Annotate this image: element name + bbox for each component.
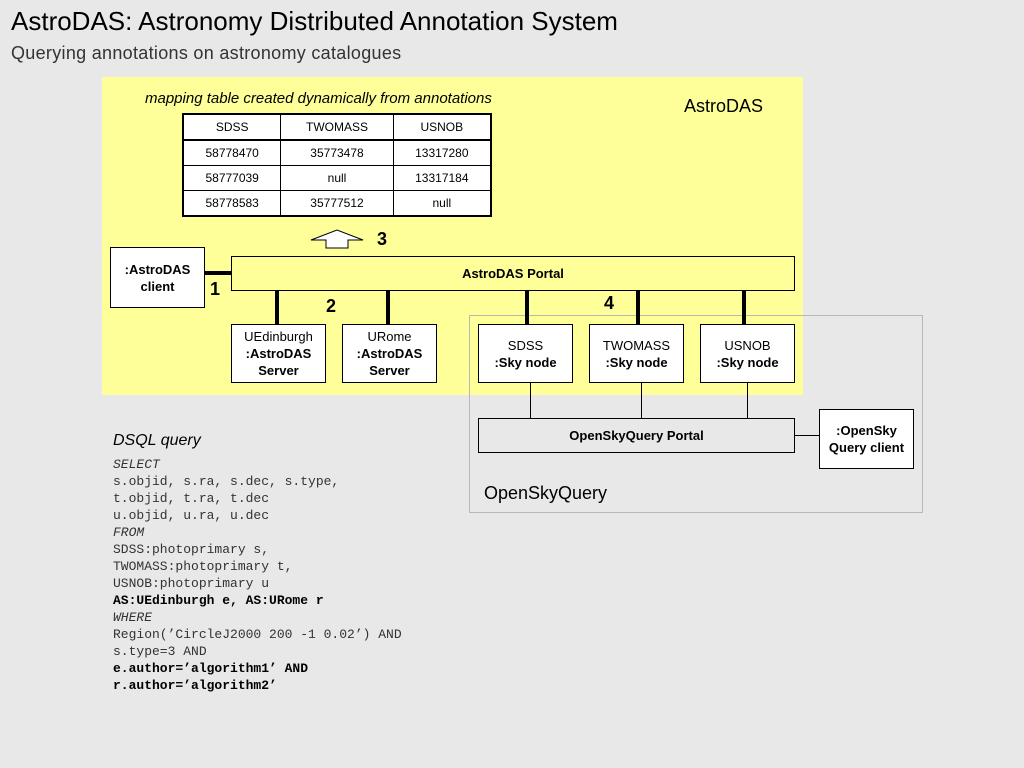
step-4-label: 4: [604, 293, 615, 313]
mapping-table-row: 58778470 35773478 13317280: [182, 139, 492, 166]
slide-title: AstroDAS: Astronomy Distributed Annotati…: [11, 6, 618, 36]
slide-subtitle: Querying annotations on astronomy catalo…: [11, 43, 402, 63]
server-role: Server: [369, 363, 410, 378]
mapping-table-header: USNOB: [392, 113, 492, 141]
opensky-client-box: :OpenSky Query client: [819, 409, 914, 469]
mapping-table-row: 58777039 null 13317184: [182, 165, 492, 191]
mapping-table-cell: 58778583: [182, 190, 282, 217]
mapping-table-header: TWOMASS: [280, 113, 394, 141]
mapping-table-header-row: SDSS TWOMASS USNOB: [182, 113, 492, 141]
server-role: :AstroDAS: [356, 346, 423, 361]
step-3-label: 3: [377, 229, 388, 249]
step-1-label: 1: [210, 279, 221, 299]
server-name: URome: [367, 329, 412, 344]
server-role: :AstroDAS: [245, 346, 312, 361]
sky-node-name: TWOMASS: [602, 337, 671, 353]
mapping-table-cell: null: [392, 190, 492, 217]
astrodas-portal-box: AstroDAS Portal: [231, 256, 795, 291]
up-arrow-icon: [310, 229, 364, 249]
mapping-table: SDSS TWOMASS USNOB 58778470 35773478 133…: [182, 113, 492, 217]
astrodas-region-label: AstroDAS: [684, 96, 764, 116]
astrodas-client-line1: :AstroDAS: [124, 261, 191, 277]
opensky-region-label: OpenSkyQuery: [484, 483, 608, 503]
opensky-region: [469, 315, 923, 513]
portal-skynode-connector: [636, 291, 640, 325]
mapping-table-cell: 58777039: [182, 165, 282, 191]
dsql-code-line: s.objid, s.ra, s.dec, s.type,: [113, 474, 340, 489]
server-box-uedinburgh: UEdinburgh :AstroDAS Server: [231, 324, 326, 383]
skynode-opensky-connector: [530, 383, 531, 418]
sky-node-role: :Sky node: [494, 354, 557, 370]
portal-server-connector: [386, 291, 390, 325]
server-role: Server: [258, 363, 299, 378]
mapping-table-row: 58778583 35777512 null: [182, 190, 492, 217]
opensky-client-line2: Query client: [828, 440, 905, 455]
opensky-client-line1: :OpenSky: [836, 423, 897, 438]
dsql-code-line: t.objid, t.ra, t.dec: [113, 491, 270, 506]
sky-node-sdss: SDSS :Sky node: [478, 324, 573, 383]
dsql-highlight-line: r.author=’algorithm2’: [113, 678, 277, 693]
dsql-highlight-line: e.author=’algorithm1’ AND: [113, 661, 309, 676]
dsql-highlight-line: AS:UEdinburgh e, AS:URome r: [113, 593, 324, 608]
server-box-urome: URome :AstroDAS Server: [342, 324, 437, 383]
sky-node-role: :Sky node: [605, 354, 668, 370]
mapping-table-cell: 58778470: [182, 139, 282, 166]
mapping-table-cell: 35777512: [280, 190, 394, 217]
sky-node-twomass: TWOMASS :Sky node: [589, 324, 684, 383]
opensky-portal-client-connector: [795, 435, 820, 436]
dsql-code-line: USNOB:photoprimary u: [113, 576, 270, 591]
astrodas-client-line2: client: [140, 278, 175, 294]
portal-skynode-connector: [525, 291, 529, 325]
dsql-code-line: Region(’CircleJ2000 200 -1 0.02’) AND: [113, 627, 402, 642]
dsql-keyword-line: WHERE: [113, 610, 153, 625]
mapping-table-cell: 13317280: [392, 139, 492, 166]
sky-node-name: SDSS: [507, 337, 544, 353]
sky-node-role: :Sky node: [716, 354, 779, 370]
mapping-table-header: SDSS: [182, 113, 282, 141]
astrodas-client-box: :AstroDAS client: [110, 247, 205, 308]
dsql-code-line: SDSS:photoprimary s,: [113, 542, 270, 557]
dsql-keyword-line: FROM: [113, 525, 145, 540]
step-2-label: 2: [326, 296, 337, 316]
mapping-table-cell: 13317184: [392, 165, 492, 191]
mapping-table-cell: null: [280, 165, 394, 191]
astrodas-portal-label: AstroDAS Portal: [462, 266, 564, 281]
opensky-portal-box: OpenSkyQuery Portal: [478, 418, 795, 453]
dsql-code-line: s.type=3 AND: [113, 644, 207, 659]
dsql-title: DSQL query: [113, 432, 201, 449]
client-portal-connector: [205, 271, 232, 275]
sky-node-usnob: USNOB :Sky node: [700, 324, 795, 383]
opensky-portal-label: OpenSkyQuery Portal: [569, 428, 704, 443]
dsql-code-line: TWOMASS:photoprimary t,: [113, 559, 293, 574]
portal-skynode-connector: [742, 291, 746, 325]
dsql-code-line: u.objid, u.ra, u.dec: [113, 508, 270, 523]
mapping-table-caption: mapping table created dynamically from a…: [145, 90, 492, 107]
skynode-opensky-connector: [747, 383, 748, 418]
mapping-table-cell: 35773478: [280, 139, 394, 166]
skynode-opensky-connector: [641, 383, 642, 418]
server-name: UEdinburgh: [244, 329, 313, 344]
sky-node-name: USNOB: [724, 337, 771, 353]
dsql-keyword-line: SELECT: [113, 457, 160, 472]
dsql-code-block: SELECT s.objid, s.ra, s.dec, s.type, t.o…: [113, 456, 402, 694]
portal-server-connector: [275, 291, 279, 325]
